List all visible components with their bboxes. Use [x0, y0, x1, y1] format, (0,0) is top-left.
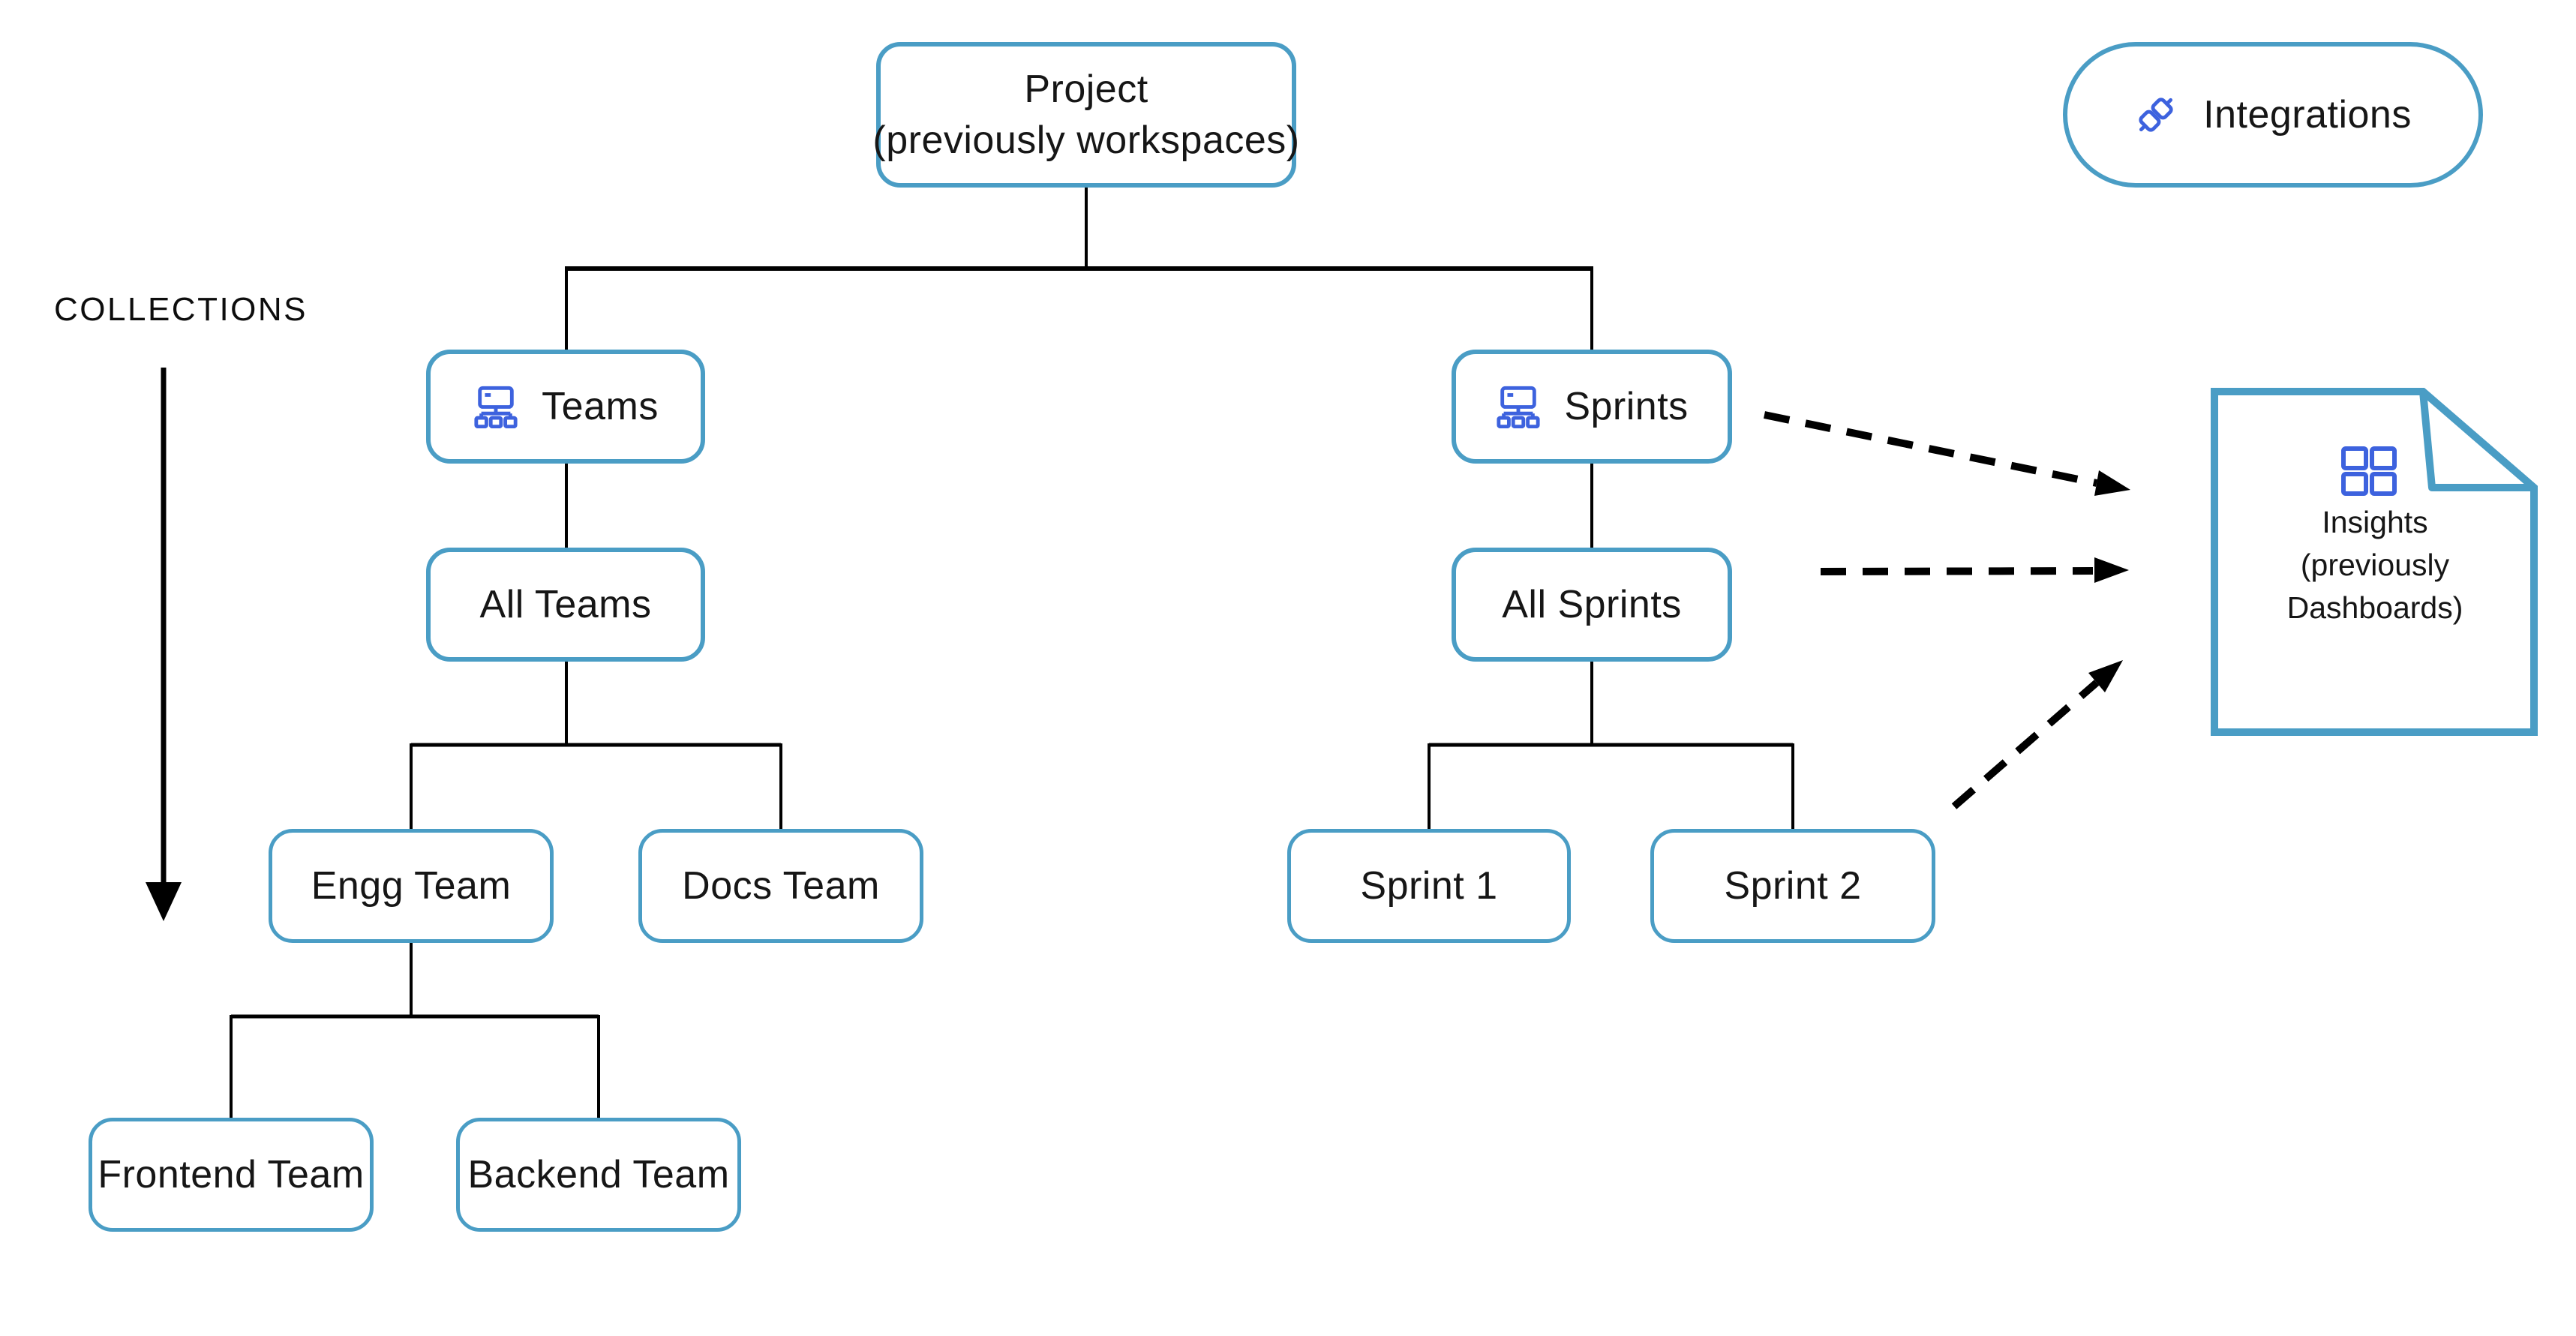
- sprints-label: Sprints: [1564, 385, 1689, 428]
- node-sprint-2: Sprint 2: [1650, 829, 1935, 943]
- node-sprints: Sprints: [1452, 350, 1732, 464]
- insights-dashed-arrows: [1763, 411, 2100, 809]
- grid-square: [2341, 446, 2368, 470]
- insights-line-3: Dashboards): [2286, 590, 2463, 625]
- collections-label: COLLECTIONS: [54, 291, 308, 328]
- all-teams-label: All Teams: [479, 583, 652, 626]
- dashed-arrow-allsprints-insights: [1820, 567, 2094, 575]
- integrations-label: Integrations: [2203, 93, 2412, 137]
- dashed-arrow-sprint2-insights: [1951, 680, 2100, 809]
- sprint-2-label: Sprint 2: [1724, 864, 1862, 908]
- project-label: Project: [1024, 68, 1148, 111]
- collections-arrow: [146, 368, 182, 921]
- dashed-arrowheads: [2088, 470, 2130, 692]
- insights-document-shape: [2211, 388, 2538, 736]
- node-integrations: Integrations: [2063, 42, 2483, 188]
- collections-arrowhead: [146, 882, 182, 921]
- node-project: Project (previously workspaces): [872, 42, 1299, 188]
- grid-square: [2370, 472, 2397, 496]
- node-teams: Teams: [426, 350, 705, 464]
- node-sprint-1: Sprint 1: [1287, 829, 1571, 943]
- tree-connectors: [230, 188, 1794, 1118]
- node-backend-team: Backend Team: [456, 1118, 741, 1232]
- node-frontend-team: Frontend Team: [89, 1118, 374, 1232]
- node-engg-team: Engg Team: [269, 829, 554, 943]
- insights-line-1: Insights: [2322, 505, 2428, 539]
- insights-label-group: Insights (previously Dashboards): [2229, 501, 2520, 629]
- org-chart-icon: [1497, 386, 1540, 428]
- node-all-teams: All Teams: [426, 548, 705, 662]
- grid-square: [2370, 446, 2397, 470]
- teams-label: Teams: [542, 385, 659, 428]
- dashed-arrow-sprints-insights: [1763, 411, 2098, 487]
- engg-team-label: Engg Team: [311, 864, 512, 908]
- arrowhead-middle: [2094, 557, 2129, 583]
- sprint-1-label: Sprint 1: [1360, 864, 1498, 908]
- backend-team-label: Backend Team: [467, 1153, 730, 1196]
- org-chart-icon: [474, 386, 518, 428]
- docs-team-label: Docs Team: [682, 864, 880, 908]
- node-all-sprints: All Sprints: [1452, 548, 1732, 662]
- arrowhead-bottom: [2088, 660, 2123, 692]
- frontend-team-label: Frontend Team: [98, 1153, 365, 1196]
- project-label-group: Project (previously workspaces): [872, 64, 1299, 166]
- document-fold-corner: [2419, 388, 2538, 491]
- node-docs-team: Docs Team: [638, 829, 923, 943]
- dashboard-grid-icon: [2341, 446, 2397, 496]
- insights-line-2: (previously: [2300, 548, 2450, 582]
- all-sprints-label: All Sprints: [1502, 583, 1682, 626]
- arrowhead-top: [2094, 470, 2130, 496]
- grid-square: [2341, 472, 2368, 496]
- project-sublabel: (previously workspaces): [872, 119, 1300, 162]
- integrations-plug-icon: [2139, 98, 2173, 132]
